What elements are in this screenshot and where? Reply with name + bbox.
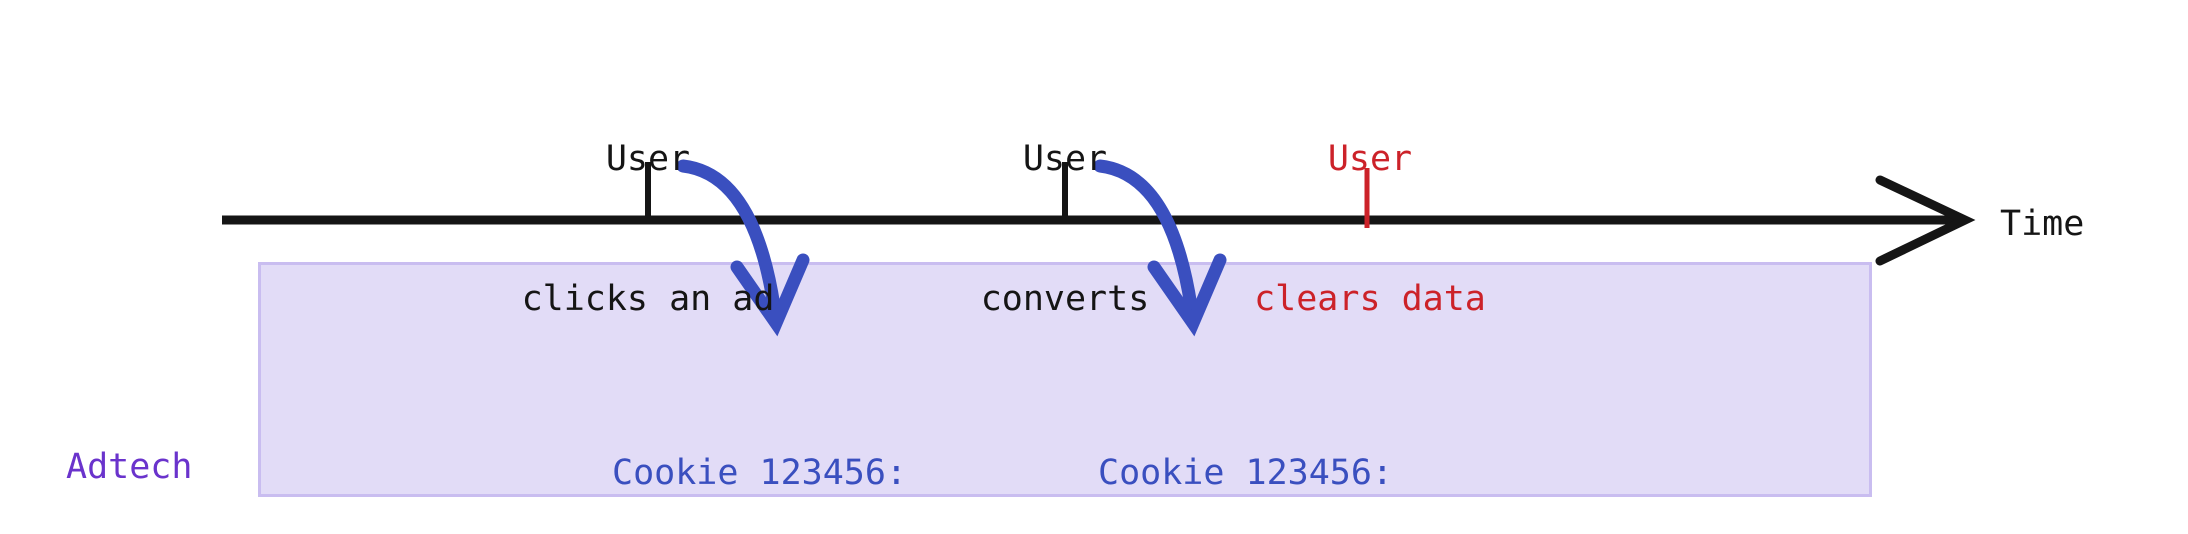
server-record-line1: Cookie 123456: (1098, 453, 1394, 494)
event-label-user-clears-data: User clears data (1245, 42, 1495, 417)
adtech-server-label-line1: Adtech (66, 446, 193, 487)
time-axis-label: Time (2000, 204, 2085, 244)
server-record-ad-clicked: Cookie 123456: Ad clicked (612, 350, 942, 534)
time-axis-arrowhead (1875, 175, 1976, 266)
server-record-line1: Cookie 123456: (612, 453, 908, 494)
adtech-server-label: Adtech server (66, 340, 256, 534)
event-label-line1: User (1327, 138, 1413, 179)
adtech-server-box (258, 262, 1872, 497)
event-label-user-clicks-ad: User clicks an ad (515, 42, 781, 417)
event-label-line2: clicks an ad (521, 279, 775, 320)
event-label-line1: User (605, 138, 691, 179)
server-record-converted: Cookie 123456: Converted (1098, 350, 1428, 534)
event-label-line2: clears data (1254, 279, 1486, 320)
event-label-line1: User (1022, 138, 1108, 179)
event-label-user-converts: User converts (952, 42, 1178, 417)
event-label-line2: converts (980, 279, 1150, 320)
